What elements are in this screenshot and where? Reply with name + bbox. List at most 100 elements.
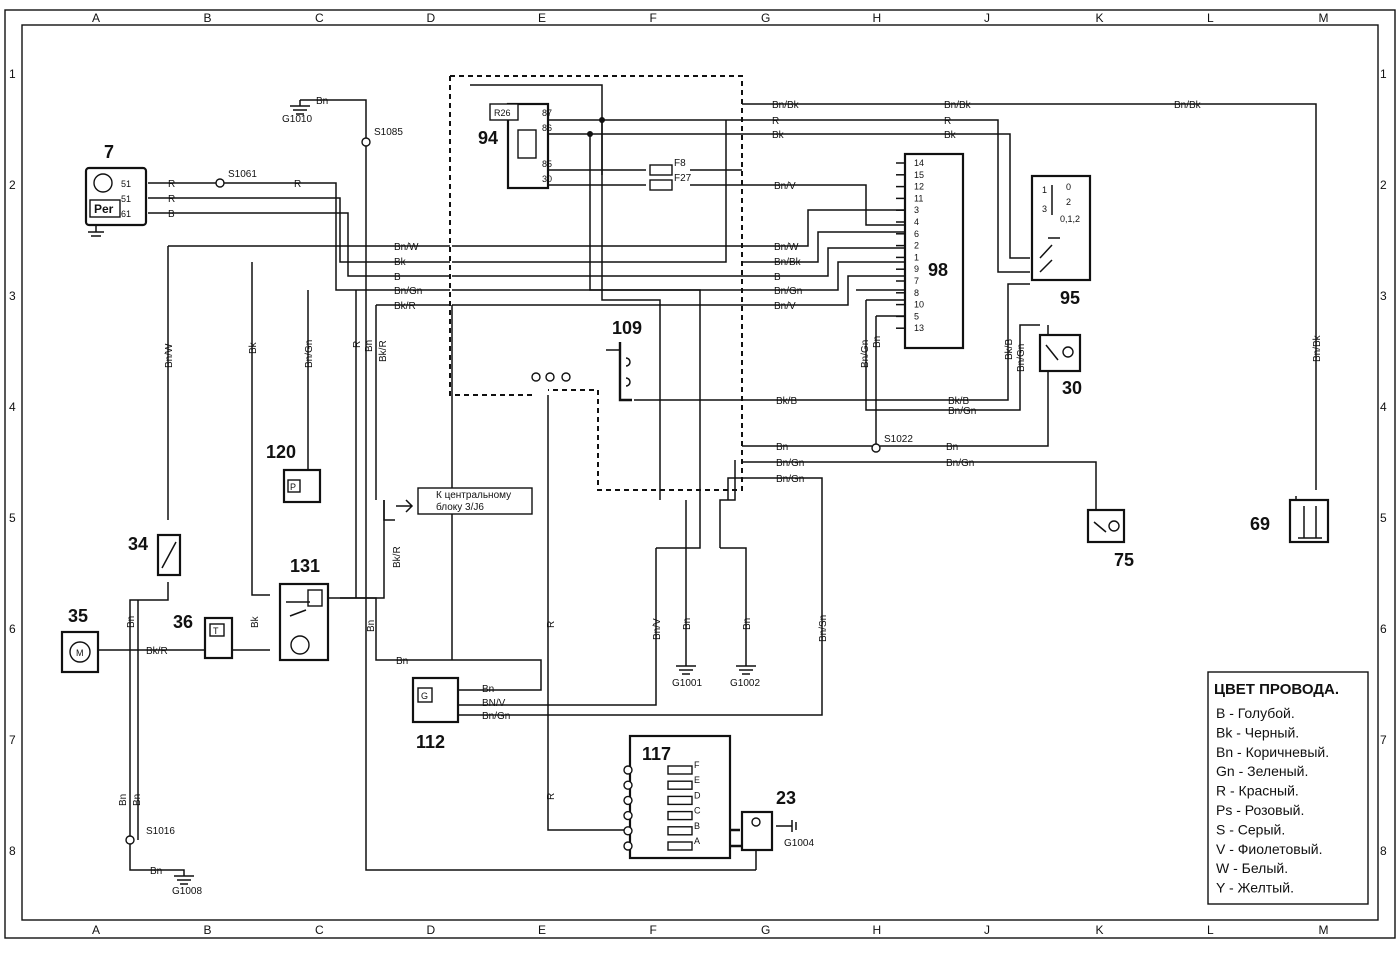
- grid-row-1-right: 1: [1380, 67, 1387, 81]
- grid-col-c-bottom: C: [315, 923, 324, 937]
- svg-text:P: P: [290, 482, 296, 492]
- svg-text:F8: F8: [674, 158, 686, 169]
- grid-col-d-top: D: [427, 11, 436, 25]
- comp98-pin: 12: [914, 182, 924, 192]
- splice-dots: [125, 117, 881, 845]
- comp69-number: 69: [1250, 514, 1270, 534]
- fuse-label: A: [694, 836, 700, 846]
- legend-item: Bn - Коричневый.: [1216, 744, 1329, 760]
- svg-text:0,1,2: 0,1,2: [1060, 214, 1080, 224]
- legend-item: R - Красный.: [1216, 783, 1299, 799]
- svg-text:B: B: [774, 272, 781, 283]
- comp98-pin: 8: [914, 288, 919, 298]
- ground-7: [88, 225, 104, 237]
- svg-text:Bn: Bn: [118, 794, 129, 806]
- svg-text:Bk/R: Bk/R: [146, 646, 168, 657]
- svg-text:Bn/W: Bn/W: [394, 242, 419, 253]
- component-23: 23: [740, 788, 796, 852]
- svg-text:Bn: Bn: [364, 340, 375, 352]
- comp7-label: Per: [94, 202, 114, 216]
- comp98-pin: 13: [914, 323, 924, 333]
- component-112: G 112: [411, 676, 460, 752]
- fuse-label: E: [694, 775, 700, 785]
- svg-text:Bn: Bn: [482, 684, 494, 695]
- comp7-number: 7: [104, 142, 114, 162]
- svg-text:R: R: [168, 194, 175, 205]
- legend-item: B - Голубой.: [1216, 705, 1295, 721]
- svg-text:Bn/Gn: Bn/Gn: [860, 340, 871, 368]
- grid-col-l-bottom: L: [1207, 923, 1214, 937]
- comp120-number: 120: [266, 442, 296, 462]
- grid-row-2-right: 2: [1380, 178, 1387, 192]
- grid-row-2-left: 2: [9, 178, 16, 192]
- svg-text:Bn/Bk: Bn/Bk: [774, 257, 802, 268]
- ground-g1002: [736, 660, 756, 675]
- svg-text:87: 87: [542, 108, 552, 118]
- legend-item: Gn - Зеленый.: [1216, 763, 1308, 779]
- svg-text:M: M: [76, 648, 84, 658]
- component-94-relay: R26 87 86 85 30 94: [478, 102, 552, 190]
- fuse-c: [667, 810, 693, 821]
- svg-text:BN/V: BN/V: [482, 698, 506, 709]
- svg-text:Bn/Bk: Bn/Bk: [1312, 334, 1323, 362]
- grid-row-5-left: 5: [9, 511, 16, 525]
- svg-text:B: B: [394, 272, 401, 283]
- svg-text:R26: R26: [494, 108, 511, 118]
- svg-text:блоку 3/J6: блоку 3/J6: [436, 501, 484, 513]
- ground-g1008: [129, 844, 194, 885]
- ground-g1004: [776, 820, 797, 832]
- svg-text:Bn: Bn: [872, 336, 883, 348]
- svg-text:S1085: S1085: [374, 127, 403, 138]
- svg-text:Bn: Bn: [396, 656, 408, 667]
- grid-row-7-left: 7: [9, 733, 16, 747]
- svg-text:R: R: [546, 793, 557, 800]
- grid-col-b-top: B: [204, 11, 212, 25]
- component-34: 34: [128, 533, 182, 577]
- component-120: P 120: [266, 442, 322, 504]
- svg-text:Bn/V: Bn/V: [652, 618, 663, 640]
- legend-item: S - Серый.: [1216, 821, 1285, 837]
- svg-text:Bk: Bk: [248, 341, 259, 354]
- svg-text:85: 85: [542, 159, 552, 169]
- comp95-number: 95: [1060, 288, 1080, 308]
- svg-text:Bk/R: Bk/R: [378, 340, 389, 362]
- legend-item: W - Белый.: [1216, 860, 1288, 876]
- svg-text:Bn/V: Bn/V: [774, 301, 796, 312]
- comp98-pin: 1: [914, 252, 919, 262]
- svg-text:Bk: Bk: [772, 130, 785, 141]
- comp117-number: 117: [642, 744, 671, 764]
- svg-text:Bn/Bk: Bn/Bk: [944, 100, 972, 111]
- fuse-a: [667, 841, 693, 851]
- svg-text:Bk/B: Bk/B: [948, 396, 969, 407]
- grid-col-h-top: H: [873, 11, 882, 25]
- grid-col-f-bottom: F: [650, 923, 657, 937]
- svg-text:Bn: Bn: [366, 620, 377, 632]
- svg-text:T: T: [213, 626, 219, 636]
- svg-text:Bn: Bn: [150, 866, 162, 877]
- grid-row-6-left: 6: [9, 622, 16, 636]
- comp98-number: 98: [928, 260, 948, 280]
- ground-symbols: [88, 100, 797, 885]
- grid-col-h-bottom: H: [873, 923, 882, 937]
- grid-col-e-top: E: [538, 11, 546, 25]
- grid-col-d-bottom: D: [427, 923, 436, 937]
- svg-text:Bn/Gn: Bn/Gn: [946, 458, 974, 469]
- grid-col-g-top: G: [761, 11, 770, 25]
- component-7: Per 51 51 61 7: [84, 142, 148, 227]
- svg-text:Bn/Sn: Bn/Sn: [818, 615, 829, 642]
- fuse-b: [667, 826, 693, 836]
- svg-text:Bk/R: Bk/R: [394, 301, 416, 312]
- component-109: 109: [612, 318, 642, 402]
- svg-text:Bk/B: Bk/B: [1004, 339, 1015, 360]
- svg-text:3: 3: [1042, 204, 1047, 214]
- svg-text:0: 0: [1066, 182, 1071, 192]
- svg-text:G1010: G1010: [282, 114, 312, 125]
- svg-text:2: 2: [1066, 197, 1071, 207]
- comp98-pin: 9: [914, 264, 919, 274]
- grid-row-7-right: 7: [1380, 733, 1387, 747]
- grid-col-e-bottom: E: [538, 923, 546, 937]
- comp98-pin: 3: [914, 205, 919, 215]
- svg-text:Bn/Gn: Bn/Gn: [774, 286, 802, 297]
